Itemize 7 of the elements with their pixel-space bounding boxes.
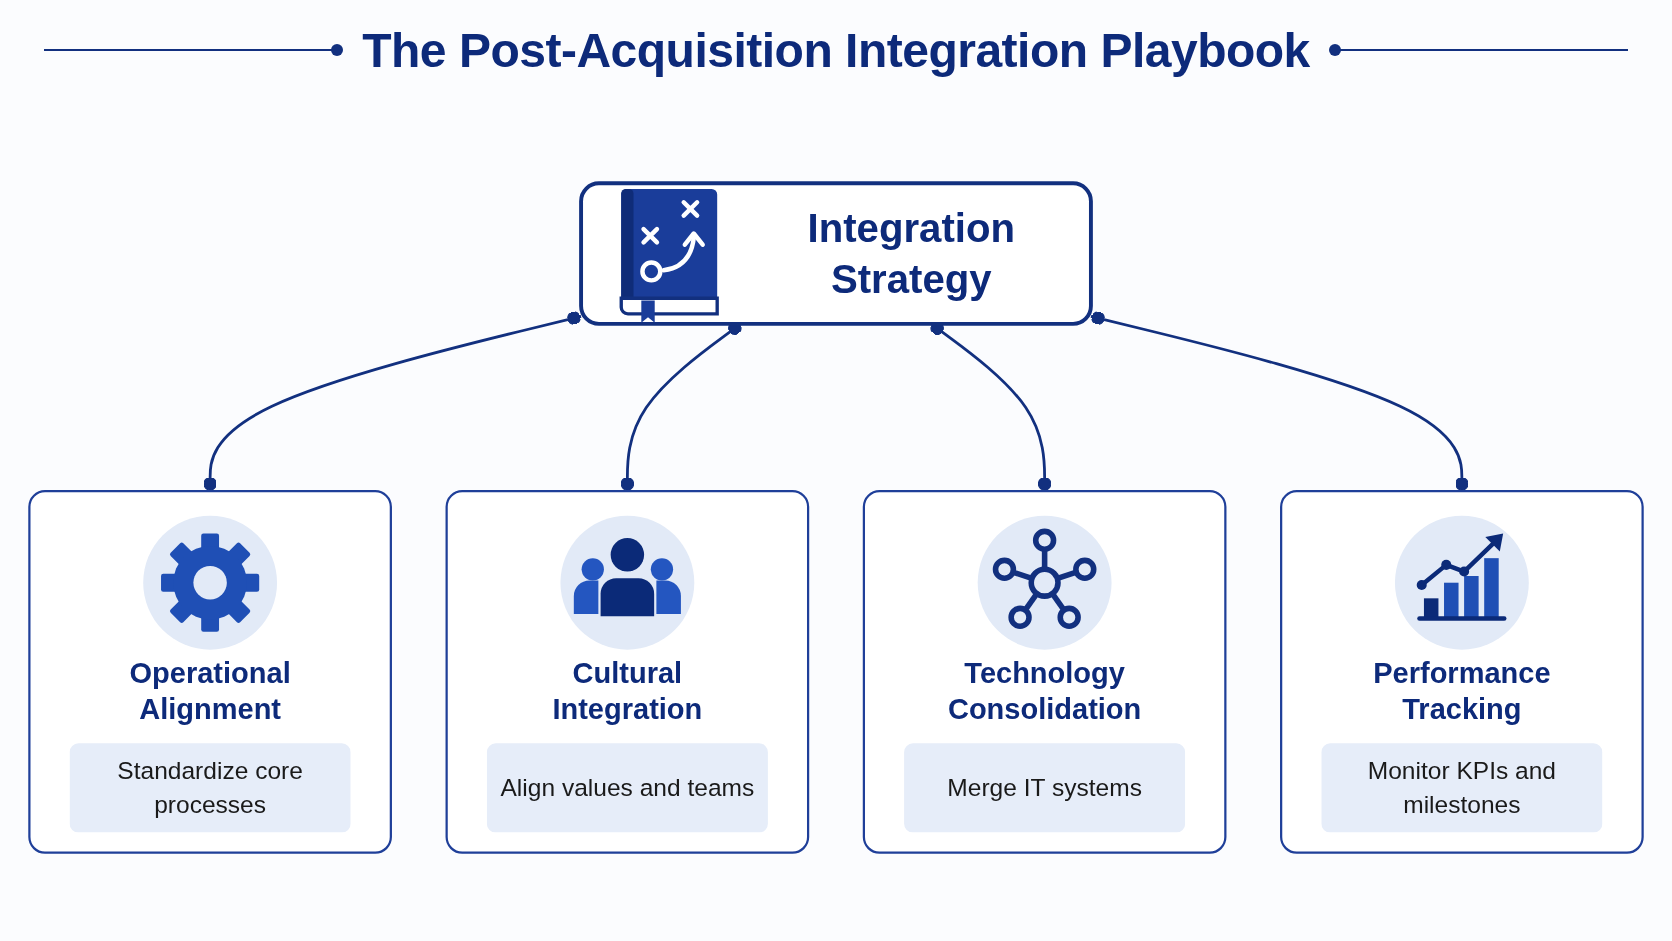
connector	[203, 310, 582, 491]
title: The Post-Acquisition Integration Playbook	[362, 22, 1310, 78]
node-box: Performance Tracking Monitor KPIs and milestones	[1280, 489, 1644, 854]
node-box: Cultural Integration Align values and teams	[445, 489, 810, 854]
node-box: Technology Consolidation Merge IT systems	[862, 489, 1227, 854]
connector	[1090, 310, 1469, 491]
node-box: Operational Alignment Standardize core processes	[28, 489, 392, 854]
